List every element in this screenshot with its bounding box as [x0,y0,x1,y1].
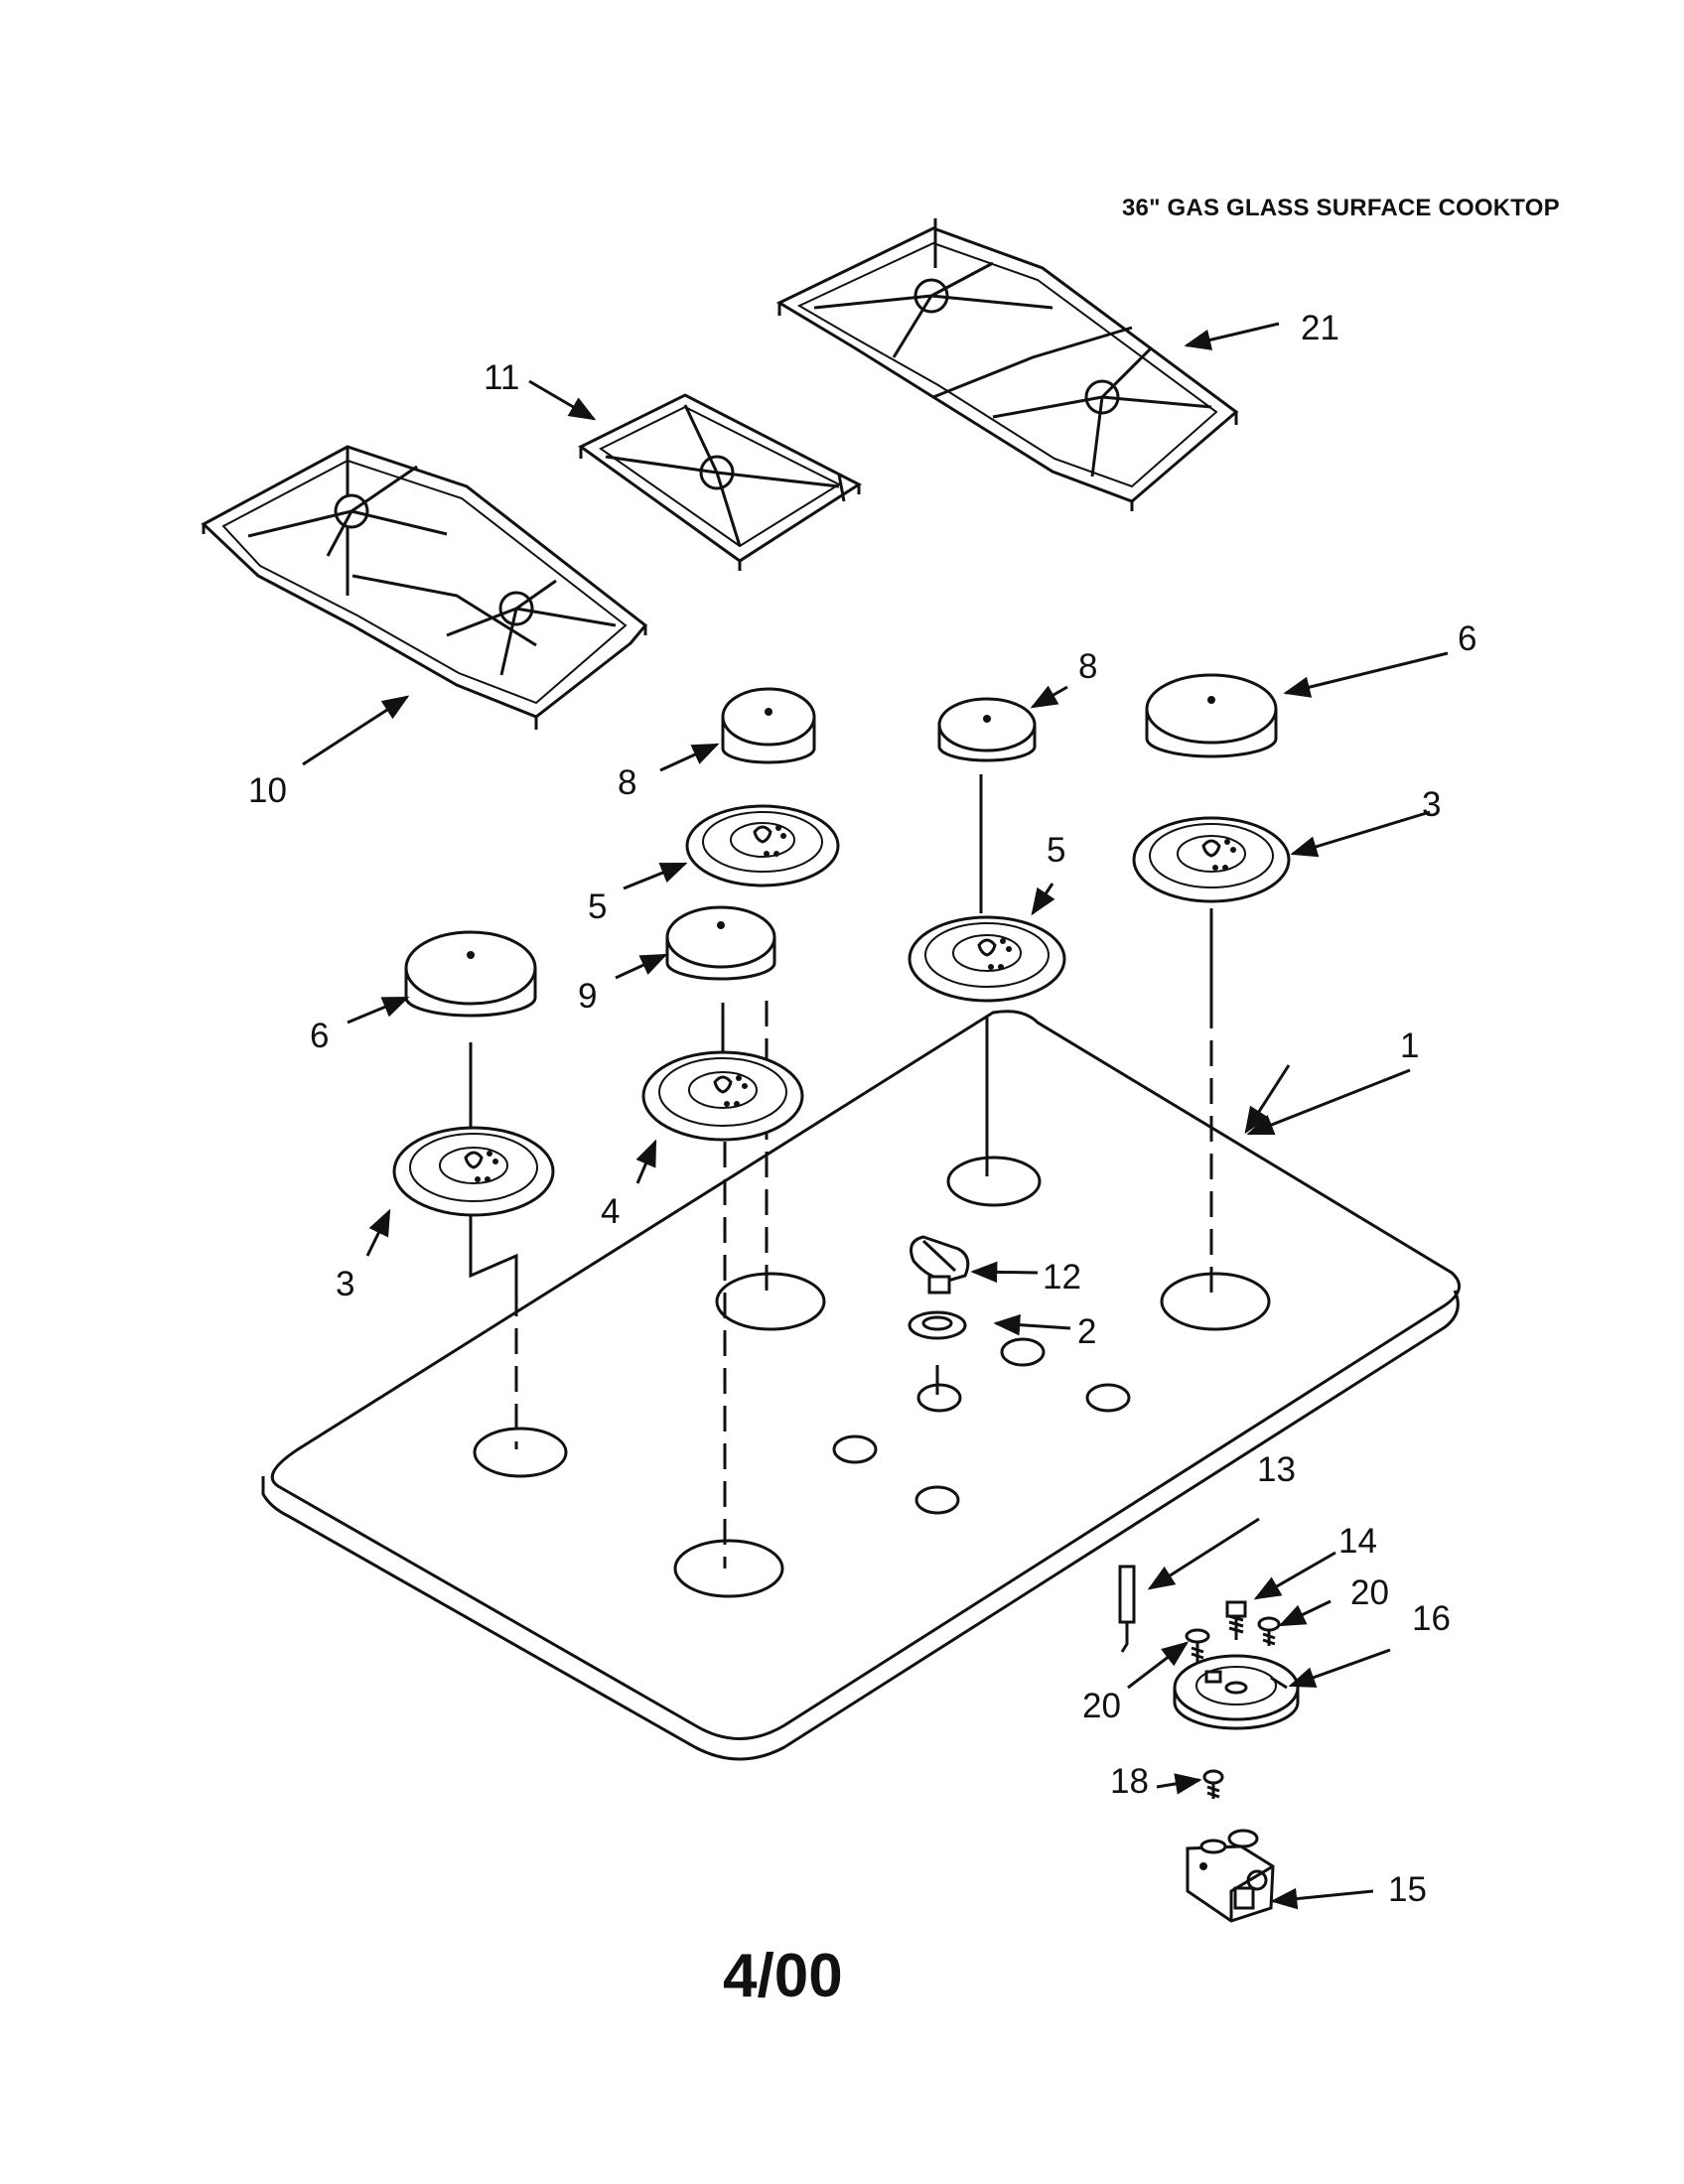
burner-cap-9 [665,905,776,981]
callout-18: 18 [1110,1762,1149,1801]
grate-left-double [201,445,648,730]
callout-4: 4 [601,1192,620,1231]
burner-base-3-left [392,1126,555,1217]
burner-base-4 [641,1050,804,1142]
callout-5-center: 5 [1047,831,1065,870]
callout-10: 10 [248,771,287,810]
callout-8-left: 8 [618,763,636,802]
burner-hole-left [473,1427,568,1478]
knob-bezel [908,1310,967,1340]
gas-valve-bracket [1186,1829,1275,1923]
callout-3-left: 3 [336,1265,354,1303]
grate-center-single [578,393,863,571]
control-hole [916,1383,962,1413]
callout-1: 1 [1400,1026,1419,1065]
leader-arrows [302,322,1449,1910]
callout-numbers: 1 2 3 3 4 5 5 6 6 8 8 9 10 11 12 13 14 1… [248,309,1476,1909]
callout-12: 12 [1043,1258,1081,1297]
control-hole [832,1434,878,1464]
glass-cooktop-panel [261,1010,1461,1761]
grate-right-double [775,218,1239,511]
control-hole [1000,1337,1046,1367]
orifice-spud [1225,1600,1247,1640]
burner-cap-8-left [721,687,816,764]
burner-cap-6-right [1145,673,1278,758]
callout-16: 16 [1412,1599,1451,1638]
callout-9: 9 [578,977,597,1016]
ignition-electrode [1118,1565,1136,1653]
callout-20-right: 20 [1350,1573,1389,1612]
burner-base-5-center [908,915,1066,1003]
callout-11: 11 [484,358,519,397]
callout-15: 15 [1388,1870,1427,1909]
alignment-lines [469,774,1213,1569]
callout-20-left: 20 [1082,1687,1121,1725]
diagram-heading: 36" GAS GLASS SURFACE COOKTOP [1122,195,1560,221]
callout-5-left: 5 [588,887,607,926]
burner-cap-6-left [404,930,537,1018]
screw-left [1185,1628,1210,1662]
control-hole [914,1485,960,1515]
revision-date: 4/00 [723,1942,843,2010]
callout-6-right: 6 [1458,619,1476,658]
burner-base-3-right [1132,816,1291,903]
callout-2: 2 [1077,1312,1096,1351]
control-hole [1085,1383,1131,1413]
screw-right [1257,1616,1281,1646]
callout-8-center: 8 [1078,647,1097,686]
callout-3-right: 3 [1422,785,1441,824]
control-knob [910,1235,970,1295]
mounting-screw [1202,1769,1224,1799]
callout-14: 14 [1338,1522,1377,1561]
burner-cap-8-center [937,697,1037,762]
callout-6-left: 6 [310,1017,329,1055]
callout-13: 13 [1257,1450,1296,1489]
burner-hole-rear-center [946,1156,1042,1207]
burner-base-assembly [1173,1654,1300,1730]
callout-21: 21 [1301,309,1339,347]
burner-hole-center-left [715,1272,826,1331]
burner-hole-right [1160,1272,1271,1331]
burner-hole-front [673,1539,784,1598]
burner-base-5-left [685,804,840,887]
